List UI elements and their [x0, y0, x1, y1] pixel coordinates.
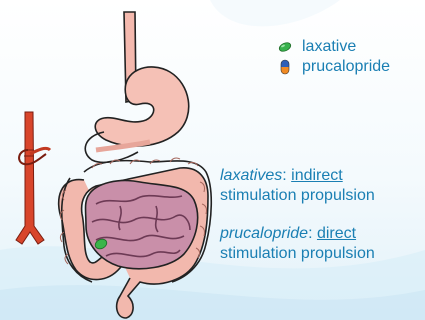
stimulation-kind: indirect — [291, 167, 343, 184]
colon: : — [282, 167, 291, 184]
capsule-icon — [278, 59, 292, 75]
legend-item-laxative: laxative — [278, 37, 390, 57]
statement-line-2: stimulation propulsion — [220, 186, 375, 206]
green-pill-icon — [278, 41, 292, 53]
drug-name: prucalopride — [220, 225, 308, 242]
stimulation-kind: direct — [317, 225, 356, 242]
statement-laxatives: laxatives: indirect stimulation propulsi… — [220, 166, 375, 206]
small-intestine — [86, 181, 198, 269]
legend: laxative prucalopride — [278, 37, 390, 77]
stomach — [95, 67, 188, 146]
statement-line-1: prucalopride: direct — [220, 224, 375, 244]
legend-item-prucalopride: prucalopride — [278, 57, 390, 77]
legend-label-prucalopride: prucalopride — [302, 58, 390, 76]
drug-name: laxatives — [220, 167, 282, 184]
legend-label-laxative: laxative — [302, 38, 356, 56]
statement-line-1: laxatives: indirect — [220, 166, 375, 186]
statement-prucalopride: prucalopride: direct stimulation propuls… — [220, 224, 375, 264]
statement-line-2: stimulation propulsion — [220, 244, 375, 264]
colon: : — [308, 225, 317, 242]
blood-vessel — [16, 112, 50, 244]
